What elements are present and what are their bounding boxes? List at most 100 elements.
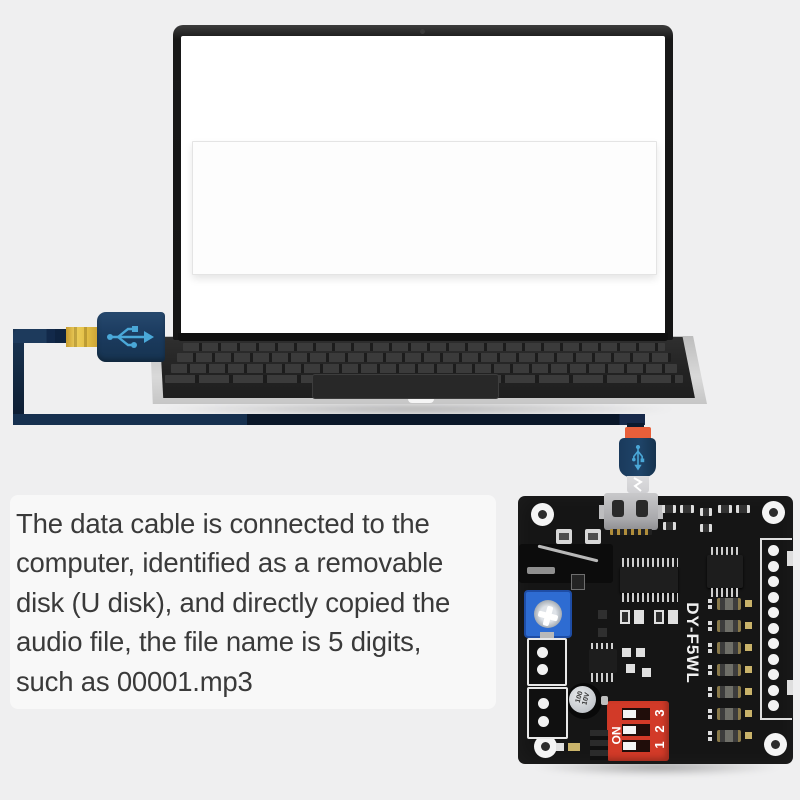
terminal-hole [538,716,549,727]
dip-on-label: ON [609,726,624,745]
smd-capacitor [556,529,572,544]
smd-pad [556,743,564,751]
micro-usb-plug [619,438,656,477]
ic-pins [711,588,739,597]
smd-pad [636,648,645,657]
instruction-line: audio file, the file name is 5 digits, [16,626,422,658]
laptop-hinge [178,333,668,341]
capacitor-lead [601,696,608,705]
micro-usb-receptacle [599,493,663,535]
edge-pad [787,551,793,566]
dip-slot [622,708,650,720]
usb-cable-vertical [13,329,24,425]
dip-slider [623,742,636,750]
smd-resistor [700,524,712,532]
webcam-dot [420,29,425,34]
audio-jack [519,544,613,583]
usb-slot [636,500,648,517]
trackpad [312,374,499,399]
instruction-line: computer, identified as a removable [16,547,444,579]
usb-flange [658,505,663,519]
dip-pin-3: 3 [652,709,667,717]
smd-pad [622,648,631,657]
laptop-shadow [150,401,680,417]
terminal-block [527,687,568,739]
dip-slot [622,740,650,752]
keyboard-row [177,353,671,362]
usb-flange [599,505,604,519]
usb-pins [610,529,652,535]
smd-pad [668,610,678,624]
dip-slider [623,710,636,718]
header-holes [768,545,779,711]
dip-pin-2: 2 [652,725,667,733]
ic-pins [622,593,678,602]
instruction-text: The data cable is connected to the compu… [16,504,516,701]
instruction-line: disk (U disk), and directly copied the [16,586,451,618]
terminal-block [527,638,567,686]
jack-highlight [571,574,585,590]
smd-resistor [736,505,750,513]
screen-window [192,141,657,275]
terminal-hole [537,664,548,675]
mounting-hole [762,501,785,524]
volume-trimmer [524,590,572,638]
smd-resistor [700,508,712,516]
usb-slot [612,500,624,517]
smd-pad [626,664,635,673]
mounting-hole [534,735,557,758]
capacitor-top [569,686,596,713]
connector-stripe [84,327,87,347]
keyboard-row [183,343,665,351]
mounting-hole [531,503,554,526]
regulator-ic [589,649,617,673]
instruction-line: such as 00001.mp3 [16,665,253,697]
dip-slider [623,726,636,734]
dip-switch [607,701,669,761]
ic-pins [711,547,739,556]
micro-usb-strain-relief [625,427,651,440]
instruction-line: The data cable is connected to the [16,508,430,539]
edge-pad [787,680,793,695]
smd-capacitor [585,529,601,544]
amplifier-ic [707,555,743,588]
usb-a-plug [97,312,165,362]
smd-pad [568,743,580,751]
smd-pad [598,610,607,619]
micro-usb-stub [627,423,644,429]
usb-trident-icon [632,445,645,471]
smd-pad [598,628,607,637]
pad-grid [590,730,608,760]
laptop-lid-notch [408,396,434,403]
trimmer-pin [540,632,554,640]
micro-usb-metal-tip [627,476,649,493]
usb-trident-icon [107,326,154,348]
keyboard-row [171,364,677,373]
dip-slot [622,724,650,736]
usb-cable-top [13,329,67,343]
jack-highlight [527,567,555,574]
ic-pins [591,643,615,652]
smd-pad [642,668,651,677]
smd-pad [656,612,662,622]
header-silkscreen [760,538,792,720]
smd-resistor [663,522,676,530]
ic-pins [622,558,678,567]
board-model-label: DY-F5WL [683,602,702,684]
metal-tip-seam [633,477,643,492]
smd-pad [634,610,644,624]
dip-pin-1: 1 [652,741,667,749]
ic-pins [591,673,615,682]
smd-resistor [662,505,676,513]
led-column [708,598,752,742]
text-panel [10,495,496,709]
smd-resistor [680,505,694,513]
usb-a-gold-connector [66,327,98,347]
terminal-hole [538,698,549,709]
mounting-hole [764,733,787,756]
terminal-hole [537,647,548,658]
smd-resistor [718,505,732,513]
connector-stripe [74,327,77,347]
